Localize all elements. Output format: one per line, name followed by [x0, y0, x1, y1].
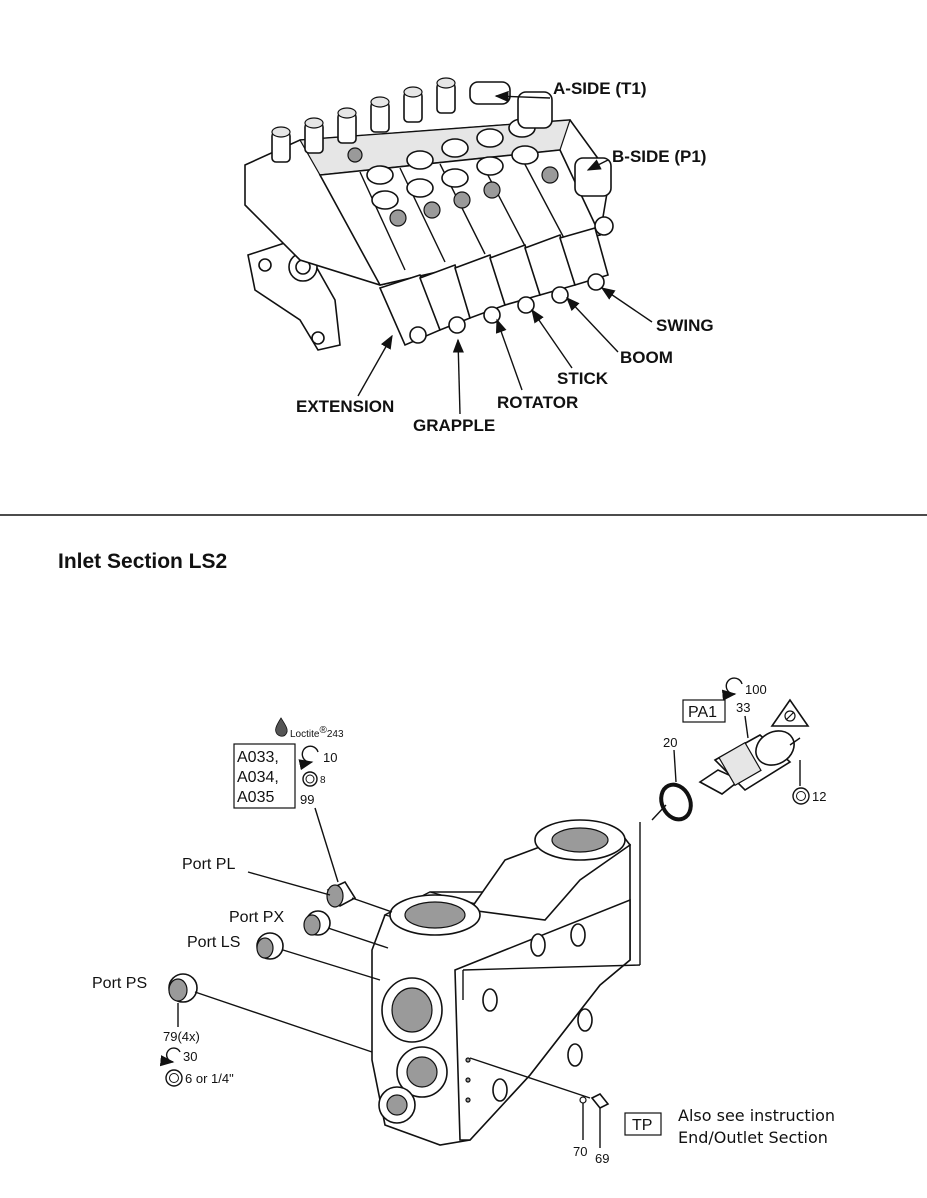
- seal-8-value: 8: [320, 775, 326, 786]
- port-labels: Port PL Port PX Port LS Port PS 79(4x) 3…: [92, 856, 284, 1087]
- plug-pl: [326, 880, 357, 908]
- section-title: Inlet Section LS2: [58, 550, 227, 573]
- torque-10-value: 10: [323, 750, 337, 765]
- port-plugs: [168, 880, 357, 1003]
- item-79-label: 79(4x): [163, 1029, 200, 1044]
- svg-text:Loctite®243: Loctite®243: [290, 725, 344, 740]
- seal-6-value: 6 or 1/4": [185, 1071, 234, 1086]
- pa1-label: PA1: [688, 704, 717, 721]
- boom-label: BOOM: [620, 348, 673, 367]
- a-side-label: A-SIDE (T1): [553, 79, 647, 98]
- valve-assembly-illustration: [244, 77, 614, 351]
- torque-icon-100: [721, 677, 743, 701]
- seal-icon-6: [165, 1069, 183, 1087]
- torque-icon-30: [159, 1047, 181, 1067]
- port-ls-label: Port LS: [187, 934, 240, 951]
- tp-box: [624, 1112, 662, 1136]
- part-a034: A034,: [237, 769, 279, 786]
- loctite-label: Loctite: [290, 729, 320, 740]
- seal-icon-12: [792, 787, 810, 805]
- swing-label: SWING: [656, 316, 714, 335]
- plug-ps: [168, 973, 198, 1003]
- seal-icon-8: [302, 771, 318, 787]
- grapple-label: GRAPPLE: [413, 416, 495, 435]
- note-line-2: End/Outlet Section: [678, 1128, 828, 1147]
- part-a035: A035: [237, 789, 274, 806]
- item-99: 99: [300, 792, 314, 807]
- relief-cartridge: [698, 730, 801, 795]
- torque-icon-10: [298, 745, 319, 771]
- valve-leader-lines: [357, 90, 653, 415]
- loctite-drop-icon: [275, 717, 288, 737]
- part-number-box: A033, A034, A035: [233, 743, 296, 809]
- plug-ls: [256, 932, 284, 960]
- torque-30-value: 30: [183, 1049, 197, 1064]
- item-33-label: 33: [736, 700, 750, 715]
- valve-labels: A-SIDE (T1) B-SIDE (P1) SWING BOOM STICK…: [296, 79, 714, 435]
- o-ring-20: 20: [659, 735, 693, 822]
- item-70-label: 70: [573, 1144, 587, 1159]
- tp-plug: [579, 1092, 610, 1148]
- loctite-callout: Loctite®243: [275, 717, 344, 740]
- seal-12-value: 12: [812, 789, 826, 804]
- port-px-label: Port PX: [229, 909, 284, 926]
- part-a033: A033,: [237, 749, 279, 766]
- port-ps-label: Port PS: [92, 975, 147, 992]
- item-69-label: 69: [595, 1151, 609, 1166]
- stick-label: STICK: [557, 369, 609, 388]
- torque-100-value: 100: [745, 682, 767, 697]
- b-side-label: B-SIDE (P1): [612, 147, 706, 166]
- rotator-label: ROTATOR: [497, 393, 578, 412]
- note-line-1: Also see instruction: [678, 1106, 835, 1125]
- pa1-box: [682, 699, 726, 723]
- warning-triangle-icon: [770, 698, 810, 727]
- port-pl-label: Port PL: [182, 856, 235, 873]
- tp-label: TP: [632, 1117, 652, 1134]
- port-leader-lines: [177, 804, 667, 1099]
- plug-px: [303, 910, 331, 936]
- inlet-block-illustration: [371, 819, 632, 1146]
- item-20-label: 20: [663, 735, 677, 750]
- extension-label: EXTENSION: [296, 397, 394, 416]
